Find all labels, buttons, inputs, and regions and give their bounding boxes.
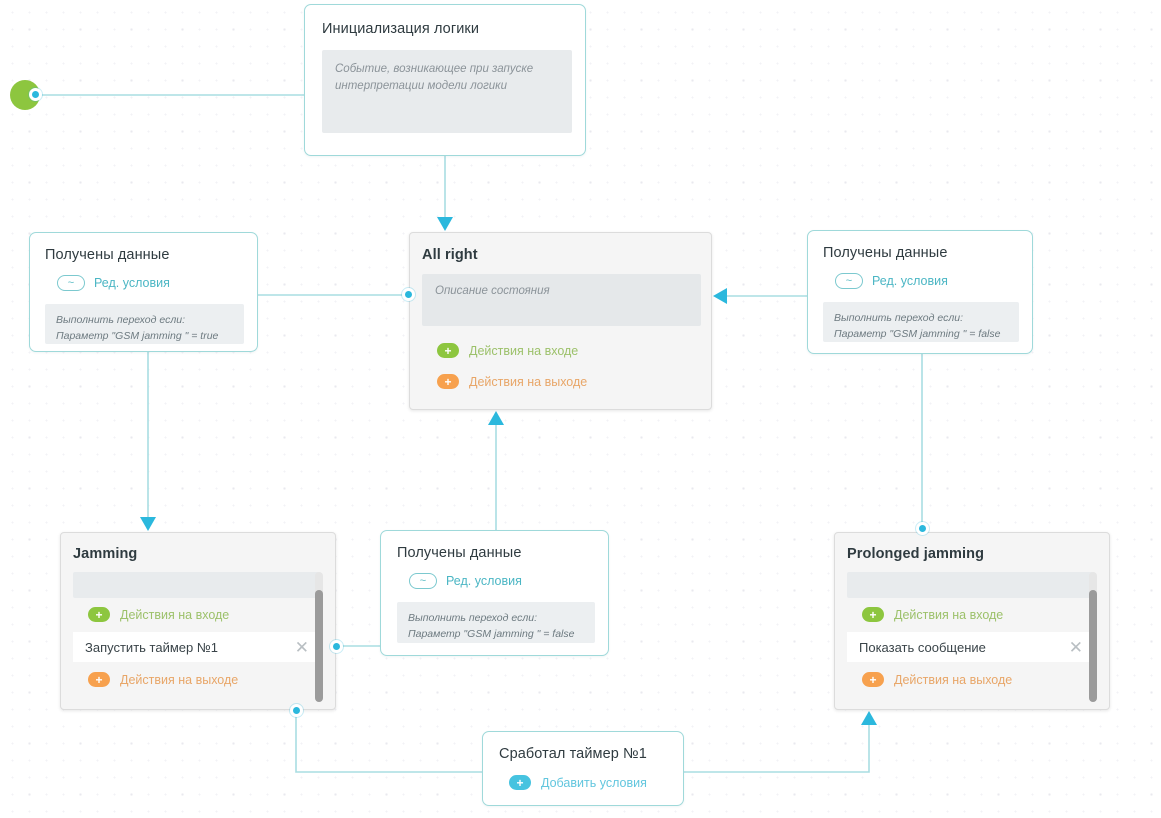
edit-conditions-button[interactable]: ~ Ред. условия — [57, 275, 170, 291]
node-title: Инициализация логики — [322, 21, 480, 37]
entry-actions-label: Действия на входе — [120, 607, 230, 622]
vertical-scrollbar[interactable] — [315, 572, 323, 702]
node-state-all-right[interactable]: All right Описание состояния + Действия … — [409, 232, 712, 410]
tilde-icon[interactable]: ~ — [835, 273, 863, 289]
exit-actions-label: Действия на выходе — [894, 672, 1013, 687]
node-title: Сработал таймер №1 — [499, 746, 647, 762]
exit-actions-label: Действия на выходе — [120, 672, 239, 687]
plus-icon[interactable]: + — [509, 775, 531, 790]
node-title: Prolonged jamming — [847, 546, 985, 562]
plus-icon[interactable]: + — [862, 607, 884, 622]
node-state-prolonged-jamming[interactable]: Prolonged jamming + Действия на входе По… — [834, 532, 1110, 710]
arrowhead-leftcond-to-jamming — [140, 517, 156, 531]
arrowhead-timer-to-prolonged — [861, 711, 877, 725]
condition-summary: Выполнить переход если: Параметр "GSM ja… — [45, 304, 244, 344]
node-title: Получены данные — [397, 545, 522, 561]
all-right-input-port-left[interactable] — [402, 288, 415, 301]
edit-conditions-button[interactable]: ~ Ред. условия — [835, 273, 948, 289]
edit-conditions-label: Ред. условия — [94, 276, 170, 290]
scrollbar-thumb[interactable] — [1089, 590, 1097, 702]
action-item-label: Запустить таймер №1 — [85, 639, 219, 655]
node-initialization-event[interactable]: Инициализация логики Событие, возникающе… — [304, 4, 586, 156]
state-description-input[interactable] — [73, 572, 319, 598]
prolonged-jamming-input-port-top[interactable] — [916, 522, 929, 535]
action-item-row[interactable]: Показать сообщение ✕ — [847, 632, 1093, 662]
condition-line-1: Выполнить переход если: — [834, 312, 964, 324]
scrollbar-thumb[interactable] — [315, 590, 323, 702]
node-event-timer-fired[interactable]: Сработал таймер №1 + Добавить условия — [482, 731, 684, 806]
entry-actions-label: Действия на входе — [469, 343, 579, 358]
arrowhead-rightcond-to-allright — [713, 288, 727, 304]
plus-icon[interactable]: + — [437, 343, 459, 358]
edit-conditions-label: Ред. условия — [446, 574, 522, 588]
node-title: Получены данные — [45, 247, 170, 263]
edge-jamming-to-timer — [295, 710, 482, 773]
edit-conditions-button[interactable]: ~ Ред. условия — [409, 573, 522, 589]
state-description-input[interactable]: Описание состояния — [422, 274, 701, 326]
entry-actions-row[interactable]: + Действия на входе — [437, 343, 578, 358]
condition-line-2: Параметр "GSM jamming " = false — [408, 627, 575, 640]
tilde-icon[interactable]: ~ — [409, 573, 437, 589]
tilde-icon[interactable]: ~ — [57, 275, 85, 291]
plus-icon[interactable]: + — [88, 607, 110, 622]
condition-line-2: Параметр "GSM jamming " = true — [56, 329, 219, 342]
node-title: Jamming — [73, 546, 138, 562]
condition-line-1: Выполнить переход если: — [408, 612, 538, 624]
start-node-output-port[interactable] — [29, 88, 42, 101]
condition-line-1: Выполнить переход если: — [56, 314, 186, 326]
entry-actions-label: Действия на входе — [894, 607, 1004, 622]
exit-actions-row[interactable]: + Действия на выходе — [862, 672, 1012, 687]
add-conditions-label: Добавить условия — [541, 775, 647, 790]
edge-timer-to-prolonged — [684, 724, 870, 773]
exit-actions-label: Действия на выходе — [469, 374, 588, 389]
close-icon[interactable]: ✕ — [1068, 637, 1083, 657]
entry-actions-row[interactable]: + Действия на входе — [88, 607, 229, 622]
action-item-row[interactable]: Запустить таймер №1 ✕ — [73, 632, 319, 662]
node-title: Получены данные — [823, 245, 948, 261]
node-title: All right — [422, 247, 478, 263]
jamming-output-port-right[interactable] — [330, 640, 343, 653]
plus-icon[interactable]: + — [862, 672, 884, 687]
condition-summary: Выполнить переход если: Параметр "GSM ja… — [823, 302, 1019, 342]
arrowhead-midcond-to-allright — [488, 411, 504, 425]
arrowhead-init-to-allright — [437, 217, 453, 231]
condition-line-2: Параметр "GSM jamming " = false — [834, 327, 1001, 340]
entry-actions-row[interactable]: + Действия на входе — [862, 607, 1003, 622]
plus-icon[interactable]: + — [88, 672, 110, 687]
plus-icon[interactable]: + — [437, 374, 459, 389]
action-item-label: Показать сообщение — [859, 639, 986, 655]
node-transition-mid-data-received[interactable]: Получены данные ~ Ред. условия Выполнить… — [380, 530, 609, 656]
node-state-jamming[interactable]: Jamming + Действия на входе Запустить та… — [60, 532, 336, 710]
vertical-scrollbar[interactable] — [1089, 572, 1097, 702]
exit-actions-row[interactable]: + Действия на выходе — [437, 374, 587, 389]
state-description-input[interactable] — [847, 572, 1093, 598]
close-icon[interactable]: ✕ — [294, 637, 309, 657]
add-conditions-button[interactable]: + Добавить условия — [509, 775, 647, 790]
event-description: Событие, возникающее при запуске интерпр… — [322, 50, 572, 133]
node-transition-left-data-received[interactable]: Получены данные ~ Ред. условия Выполнить… — [29, 232, 258, 352]
exit-actions-row[interactable]: + Действия на выходе — [88, 672, 238, 687]
jamming-output-port-bottom[interactable] — [290, 704, 303, 717]
condition-summary: Выполнить переход если: Параметр "GSM ja… — [397, 602, 595, 643]
edit-conditions-label: Ред. условия — [872, 274, 948, 288]
node-transition-right-data-received[interactable]: Получены данные ~ Ред. условия Выполнить… — [807, 230, 1033, 354]
